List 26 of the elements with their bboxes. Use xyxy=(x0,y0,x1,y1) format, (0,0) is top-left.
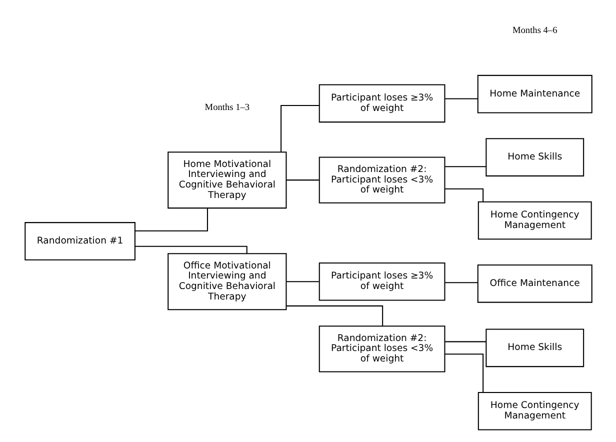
node-box: Randomization #2: Participant loses <3% of weight xyxy=(318,156,445,204)
node-box: Participant loses ≥3% of weight xyxy=(318,84,445,123)
connector xyxy=(444,166,486,168)
node-box: Home Maintenance xyxy=(476,74,592,114)
node-box: Office Maintenance xyxy=(476,264,592,303)
connector xyxy=(286,180,318,181)
connector xyxy=(134,246,247,254)
connector xyxy=(286,281,318,282)
node-box: Home Skills xyxy=(485,328,584,368)
connector xyxy=(444,354,484,392)
connector xyxy=(444,98,478,100)
connector xyxy=(286,305,383,326)
node-box: Randomization #2: Participant loses <3% of weight xyxy=(318,326,445,372)
connector xyxy=(280,104,319,152)
node-box: Participant loses ≥3% of weight xyxy=(318,262,445,301)
node-box: Home Motivational Interviewing and Cognitive Behavioral Therapy xyxy=(167,152,286,209)
connector xyxy=(444,341,486,342)
connector xyxy=(444,282,478,284)
connector xyxy=(134,208,208,232)
node-box: Home Contingency Management xyxy=(477,201,592,240)
node-box: Office Motivational Interviewing and Cognitive Behavioral Therapy xyxy=(167,253,286,310)
label: Months 1–3 xyxy=(204,102,250,113)
node-box: Randomization #1 xyxy=(24,222,135,260)
label: Months 4–6 xyxy=(512,26,557,36)
node-box: Home Skills xyxy=(485,138,584,176)
node-box: Home Contingency Management xyxy=(477,392,592,430)
